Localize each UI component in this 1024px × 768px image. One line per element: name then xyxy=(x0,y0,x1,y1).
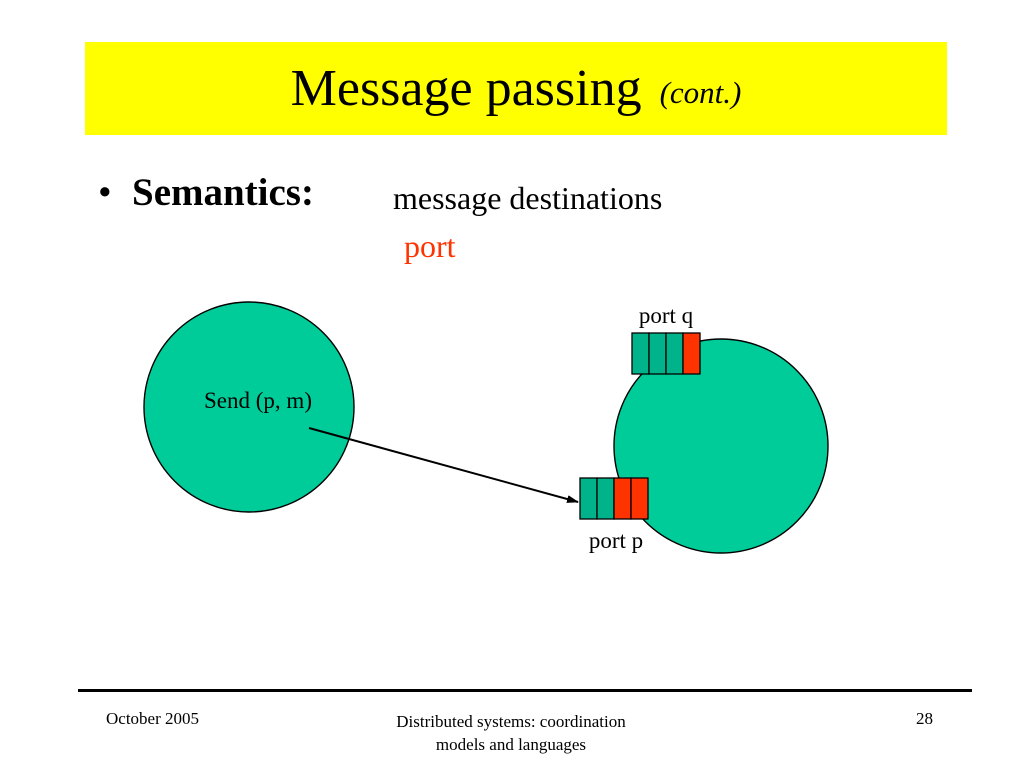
port-q-slot-empty xyxy=(648,332,667,375)
footer-course-line-2: models and languages xyxy=(435,735,587,754)
port-q-queue xyxy=(631,332,701,375)
port-p-slot-empty xyxy=(579,477,598,520)
sender-process-circle xyxy=(143,301,355,513)
port-p-slot-message xyxy=(630,477,649,520)
slide-title-suffix: (cont.) xyxy=(659,74,742,110)
bullet-subvalue: port xyxy=(404,228,456,264)
slide-title: Message passing xyxy=(290,59,642,117)
footer-divider xyxy=(78,689,972,692)
bullet-value: message destinations xyxy=(393,180,663,216)
sender-label: Send (p, m) xyxy=(204,388,312,413)
port-p-label: port p xyxy=(589,528,643,553)
bullet-label: Semantics: xyxy=(132,171,314,214)
port-q-slot-empty xyxy=(631,332,650,375)
port-p-slot-empty xyxy=(596,477,615,520)
port-q-slot-empty xyxy=(665,332,684,375)
footer-course-title: Distributed systems: coordination models… xyxy=(352,710,670,756)
receiver-process-circle xyxy=(613,338,829,554)
bullet-icon: • xyxy=(98,171,112,214)
title-banner: Message passing (cont.) xyxy=(85,42,947,135)
port-q-slot-message xyxy=(682,332,701,375)
send-arrow xyxy=(308,427,579,503)
bullet-item: • Semantics: xyxy=(98,173,314,212)
footer-course-line-1: Distributed systems: coordination xyxy=(396,712,626,731)
footer-date: October 2005 xyxy=(106,709,200,728)
footer-page-number: 28 xyxy=(916,709,933,728)
port-p-slot-message xyxy=(613,477,632,520)
port-q-label: port q xyxy=(639,303,694,328)
port-p-queue xyxy=(579,477,649,520)
